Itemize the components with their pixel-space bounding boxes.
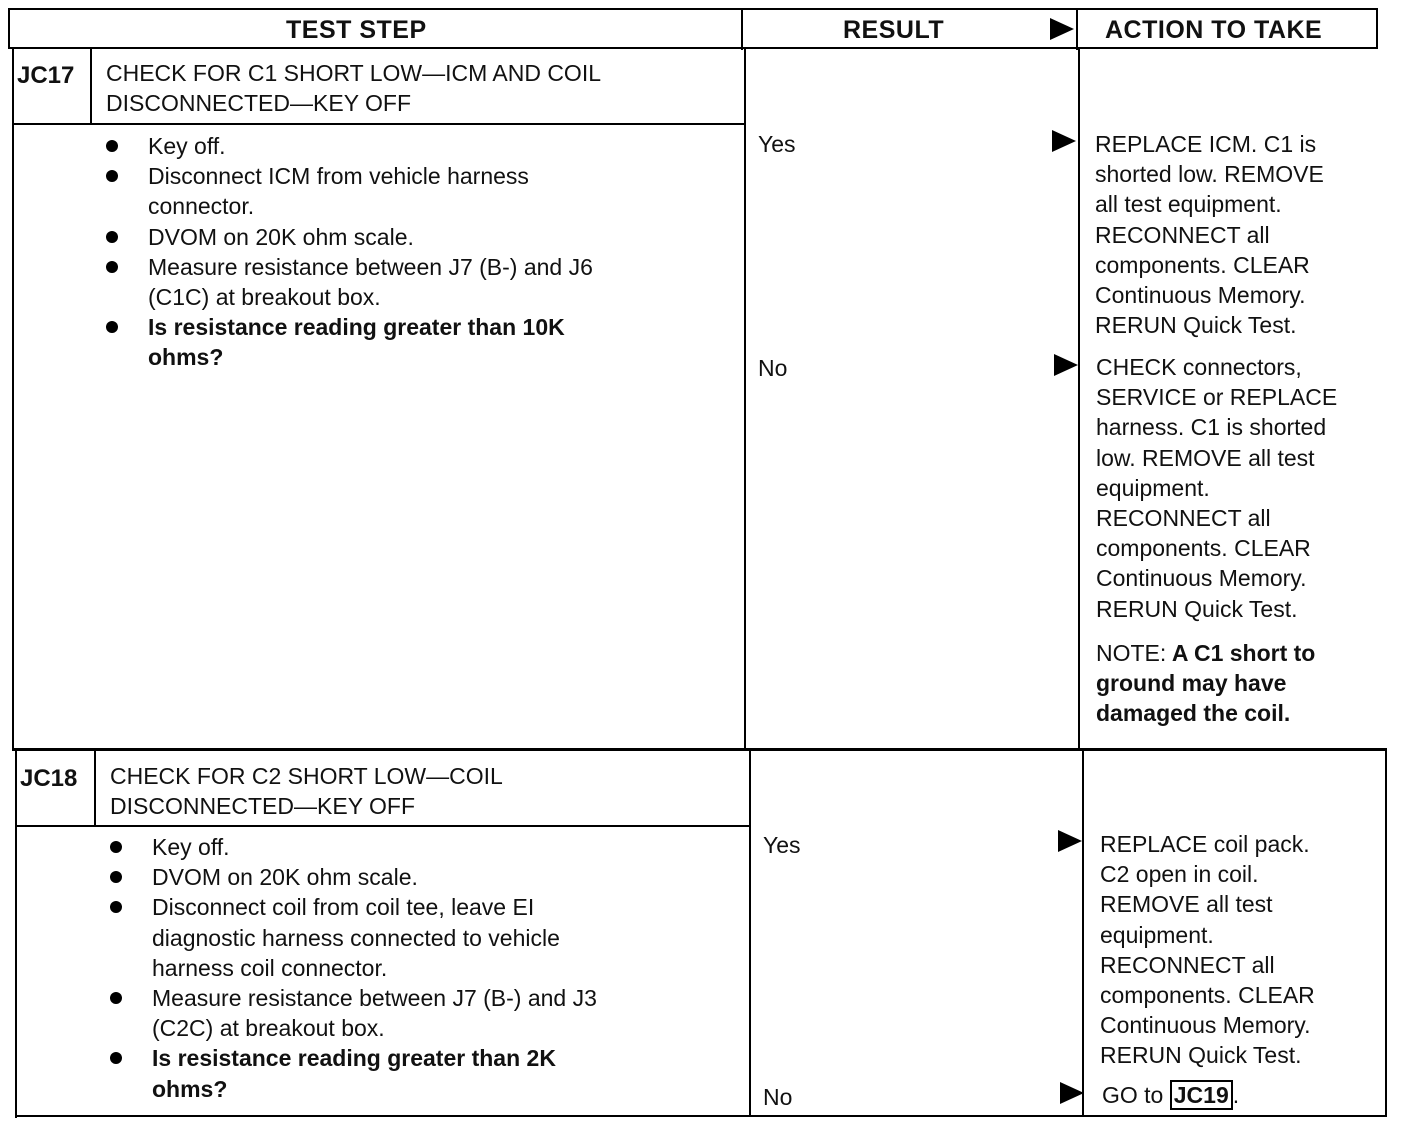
table-border-left [8, 8, 10, 48]
list-item: Key off. [110, 832, 730, 862]
table-border-left [12, 48, 14, 750]
step-code-jc17: JC17 [17, 62, 75, 89]
list-item: Measure resistance between J7 (B-) and J… [110, 983, 730, 1043]
action-yes-jc18: REPLACE coil pack. C2 open in coil. REMO… [1100, 831, 1315, 1069]
result-no-jc17: No [758, 355, 788, 381]
list-item: Disconnect ICM from vehicle harness conn… [106, 161, 726, 221]
arrow-right-icon [1050, 18, 1074, 40]
step-bullets-jc17: Key off. Disconnect ICM from vehicle har… [106, 131, 726, 373]
list-item-question: Is resistance reading greater than 10K o… [106, 312, 726, 372]
action-no-jc18: GO to JC19. [1102, 1080, 1240, 1110]
header-action: ACTION TO TAKE [1105, 16, 1323, 44]
jc19-link[interactable]: JC19 [1169, 1080, 1233, 1110]
table-border-top [8, 8, 1378, 10]
step-code-jc18: JC18 [20, 765, 78, 792]
jc17-title-bottom [12, 123, 745, 125]
list-item: DVOM on 20K ohm scale. [106, 222, 726, 252]
table-border-bottom [15, 1115, 1387, 1117]
jc18-title-bottom [15, 825, 750, 827]
col-divider-action [1076, 8, 1078, 50]
step-title-jc17: CHECK FOR C1 SHORT LOW—ICM AND COIL DISC… [106, 60, 601, 117]
list-item: DVOM on 20K ohm scale. [110, 862, 730, 892]
table-border-right [1376, 8, 1378, 48]
list-item: Measure resistance between J7 (B-) and J… [106, 252, 726, 312]
col-divider-result [744, 48, 746, 750]
arrow-right-icon [1058, 830, 1082, 852]
arrow-right-icon [1054, 354, 1078, 376]
list-item: Key off. [106, 131, 726, 161]
arrow-right-icon [1052, 130, 1076, 152]
header-test-step: TEST STEP [286, 16, 427, 44]
row-divider [12, 748, 1387, 751]
result-no-jc18: No [763, 1084, 793, 1110]
col-divider-result [741, 8, 743, 50]
col-divider-result [749, 750, 751, 1117]
step-bullets-jc18: Key off. DVOM on 20K ohm scale. Disconne… [110, 832, 730, 1104]
action-no-jc17: CHECK connectors, SERVICE or REPLACE har… [1096, 352, 1337, 728]
table-border-left [15, 750, 17, 1118]
jc18-code-divider [94, 750, 96, 826]
step-title-jc18: CHECK FOR C2 SHORT LOW—COIL DISCONNECTED… [110, 763, 503, 820]
list-item-question: Is resistance reading greater than 2K oh… [110, 1043, 730, 1103]
header-divider [8, 47, 1378, 49]
jc17-code-divider [90, 48, 92, 124]
header-result: RESULT [843, 16, 945, 44]
col-divider-action [1082, 750, 1084, 1117]
result-yes-jc17: Yes [758, 131, 796, 157]
col-divider-action [1078, 48, 1080, 750]
list-item: Disconnect coil from coil tee, leave EI … [110, 892, 730, 983]
action-yes-jc17: REPLACE ICM. C1 is shorted low. REMOVE a… [1095, 131, 1324, 339]
note-jc17: NOTE: A C1 short to ground may have dama… [1096, 639, 1316, 727]
result-yes-jc18: Yes [763, 832, 801, 858]
table-border-right [1385, 750, 1387, 1116]
arrow-right-icon [1060, 1082, 1084, 1104]
